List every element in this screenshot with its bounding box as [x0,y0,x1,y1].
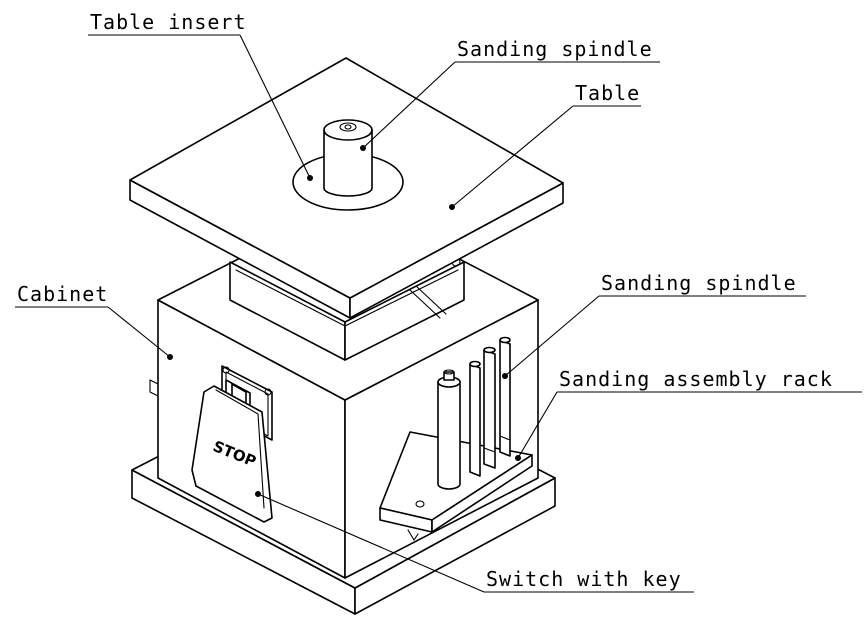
label-table: Table [575,81,640,105]
rack-spindle-rods [469,336,511,477]
label-sanding-spindle-top: Sanding spindle [457,37,653,61]
table-support [229,257,465,361]
stop-switch: STOP [191,365,273,523]
label-switch-with-key: Switch with key [486,567,682,591]
label-sanding-spindle-rack: Sanding spindle [601,271,797,295]
callout-leaders [15,34,862,593]
rack-spindle-drum [437,369,461,490]
sanding-spindle-top [323,119,373,197]
label-table-insert: Table insert [90,10,247,34]
label-cabinet: Cabinet [17,282,108,306]
label-sanding-assembly-rack: Sanding assembly rack [559,367,833,391]
